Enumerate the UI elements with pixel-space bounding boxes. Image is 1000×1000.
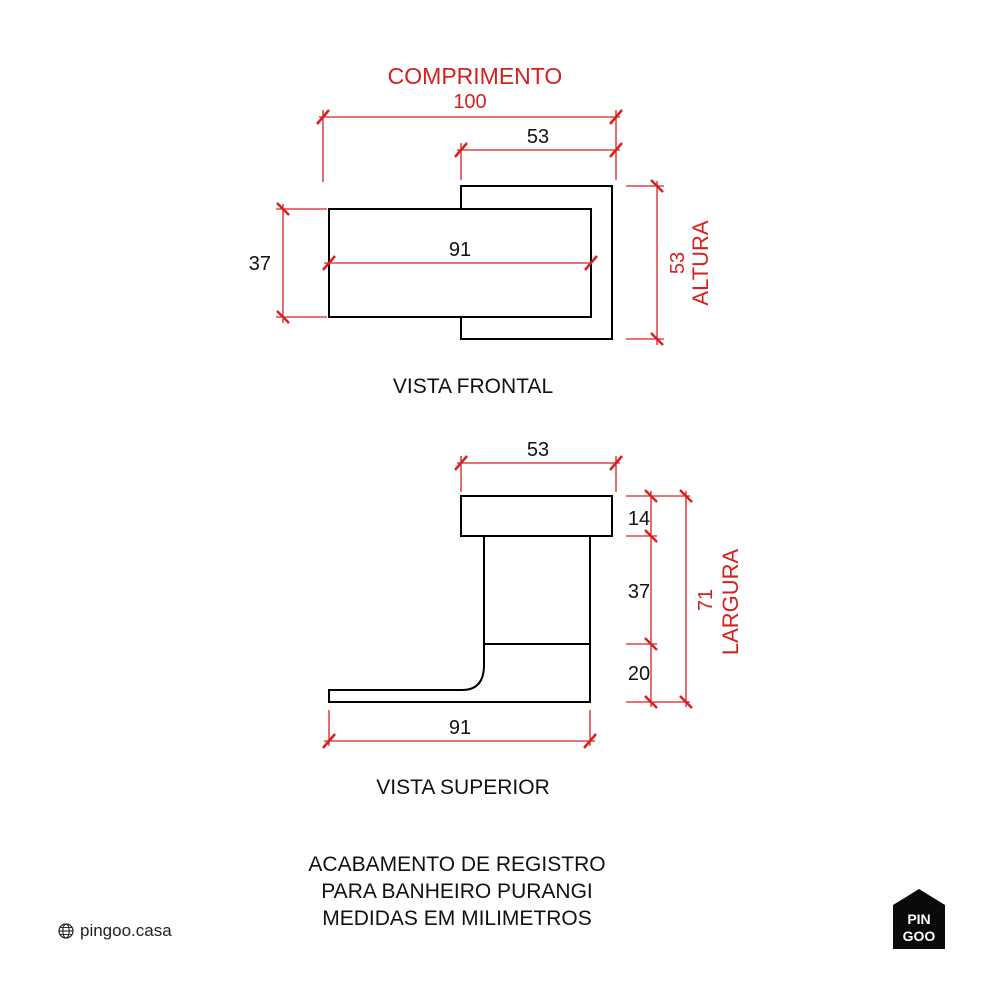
website-link[interactable]: pingoo.casa	[58, 921, 172, 941]
front-view-caption: VISTA FRONTAL	[393, 375, 553, 398]
top-ticks	[322, 455, 693, 749]
top-shaft-lever-outline	[328, 536, 591, 703]
shaft-value: 37	[628, 581, 650, 603]
title-line-2: PARA BANHEIRO PURANGI	[321, 880, 593, 903]
top-plate-outline	[460, 495, 613, 537]
front-ticks	[276, 109, 664, 346]
top-plate-width-value: 53	[527, 439, 549, 461]
front-plate-outline	[460, 185, 613, 340]
top-lever-length-value: 91	[449, 717, 471, 739]
drawing-title: ACABAMENTO DE REGISTRO PARA BANHEIRO PUR…	[308, 853, 605, 930]
length-label: COMPRIMENTO	[388, 63, 563, 89]
title-line-1: ACABAMENTO DE REGISTRO	[308, 853, 605, 876]
lever-depth-value: 20	[628, 663, 650, 685]
front-dimensions	[276, 110, 664, 345]
front-lever-height-value: 37	[249, 253, 271, 275]
total-value: 71	[695, 589, 717, 611]
top-view: 53 14 37 20 71 LARGURA 91 VISTA SUPERIOR	[322, 439, 743, 799]
logo-line-2: GOO	[903, 928, 936, 944]
length-value: 100	[453, 91, 486, 113]
front-lever-length-value: 91	[449, 239, 471, 261]
plate-depth-value: 14	[628, 508, 650, 530]
height-label: ALTURA	[688, 220, 713, 305]
title-line-3: MEDIDAS EM MILIMETROS	[322, 907, 592, 930]
logo-line-1: PIN	[907, 911, 930, 927]
website-text: pingoo.casa	[80, 921, 172, 940]
top-view-caption: VISTA SUPERIOR	[376, 776, 550, 799]
height-value: 53	[667, 252, 689, 274]
globe-icon	[58, 923, 74, 939]
total-label: LARGURA	[718, 548, 743, 655]
top-view-outline	[328, 495, 613, 703]
pingoo-logo: PIN GOO	[893, 889, 945, 949]
front-plate-width-value: 53	[527, 126, 549, 148]
front-view: COMPRIMENTO 100 53 91 37 53 ALTURA VISTA…	[249, 63, 713, 398]
